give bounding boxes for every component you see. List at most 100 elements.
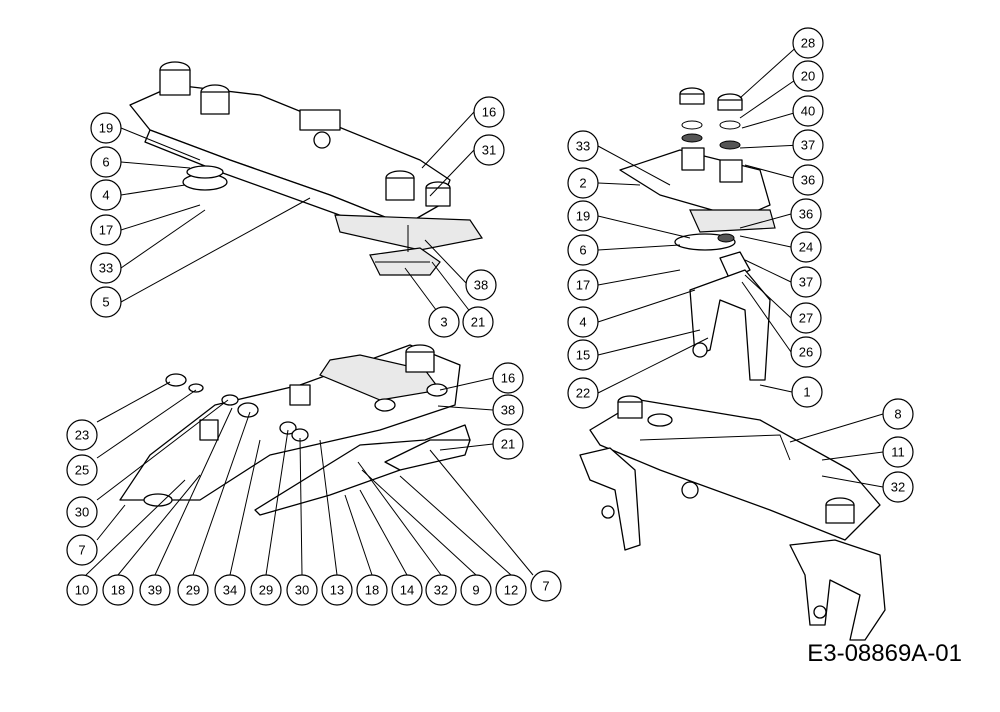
svg-text:40: 40 — [801, 104, 815, 119]
svg-text:16: 16 — [501, 371, 515, 386]
callout-28: 28 — [792, 27, 824, 59]
svg-text:18: 18 — [365, 583, 379, 598]
svg-text:25: 25 — [75, 463, 89, 478]
svg-text:29: 29 — [186, 583, 200, 598]
svg-text:16: 16 — [482, 105, 496, 120]
svg-text:21: 21 — [471, 315, 485, 330]
callout-38: 38 — [492, 394, 524, 426]
svg-text:4: 4 — [102, 188, 109, 203]
assembly-top-left — [129, 61, 483, 276]
callout-24: 24 — [790, 231, 822, 263]
callout-37: 37 — [792, 129, 824, 161]
svg-text:19: 19 — [99, 121, 113, 136]
callout-17: 17 — [90, 214, 122, 246]
svg-text:26: 26 — [799, 345, 813, 360]
callout-14: 14 — [391, 574, 423, 606]
svg-text:8: 8 — [894, 407, 901, 422]
callout-31: 31 — [473, 134, 505, 166]
leader-lines — [85, 42, 884, 576]
callout-6: 6 — [90, 146, 122, 178]
svg-text:28: 28 — [801, 36, 815, 51]
callout-33: 33 — [567, 130, 599, 162]
svg-text:17: 17 — [576, 278, 590, 293]
svg-text:37: 37 — [801, 138, 815, 153]
svg-text:29: 29 — [259, 583, 273, 598]
callout-36: 36 — [792, 164, 824, 196]
callout-16: 16 — [492, 362, 524, 394]
svg-text:31: 31 — [482, 143, 496, 158]
callout-1: 1 — [791, 376, 823, 408]
svg-text:38: 38 — [501, 403, 515, 418]
svg-text:22: 22 — [576, 386, 590, 401]
svg-text:10: 10 — [75, 583, 89, 598]
callout-32: 32 — [425, 574, 457, 606]
svg-text:39: 39 — [148, 583, 162, 598]
callout-12: 12 — [495, 574, 527, 606]
callout-34: 34 — [214, 574, 246, 606]
callout-30: 30 — [66, 496, 98, 528]
assembly-bottom-right — [579, 395, 886, 641]
callout-7: 7 — [66, 534, 98, 566]
callout-10: 10 — [66, 574, 98, 606]
callout-5: 5 — [90, 286, 122, 318]
callout-16: 16 — [473, 96, 505, 128]
callout-15: 15 — [567, 339, 599, 371]
callout-3: 3 — [428, 306, 460, 338]
callout-26: 26 — [790, 336, 822, 368]
svg-text:7: 7 — [78, 543, 85, 558]
callout-21: 21 — [462, 306, 494, 338]
callout-29: 29 — [177, 574, 209, 606]
svg-text:6: 6 — [102, 155, 109, 170]
svg-text:34: 34 — [223, 583, 237, 598]
svg-text:6: 6 — [579, 243, 586, 258]
svg-text:14: 14 — [400, 583, 414, 598]
svg-text:32: 32 — [891, 480, 905, 495]
svg-text:30: 30 — [295, 583, 309, 598]
callout-4: 4 — [567, 306, 599, 338]
svg-text:37: 37 — [799, 275, 813, 290]
svg-text:2: 2 — [579, 176, 586, 191]
callout-19: 19 — [90, 112, 122, 144]
callout-2: 2 — [567, 167, 599, 199]
svg-text:18: 18 — [111, 583, 125, 598]
callout-4: 4 — [90, 179, 122, 211]
svg-text:7: 7 — [542, 579, 549, 594]
svg-text:12: 12 — [504, 583, 518, 598]
svg-text:23: 23 — [75, 428, 89, 443]
callout-40: 40 — [792, 95, 824, 127]
callout-13: 13 — [321, 574, 353, 606]
callout-37: 37 — [790, 266, 822, 298]
callout-30: 30 — [286, 574, 318, 606]
callout-29: 29 — [250, 574, 282, 606]
svg-text:11: 11 — [891, 445, 905, 460]
svg-text:17: 17 — [99, 223, 113, 238]
svg-text:19: 19 — [576, 209, 590, 224]
svg-text:36: 36 — [799, 207, 813, 222]
svg-text:3: 3 — [440, 315, 447, 330]
svg-text:38: 38 — [474, 278, 488, 293]
callout-33: 33 — [90, 252, 122, 284]
assembly-bottom-left — [119, 344, 471, 516]
svg-text:4: 4 — [579, 315, 586, 330]
svg-text:24: 24 — [799, 240, 813, 255]
svg-text:5: 5 — [102, 295, 109, 310]
assembly-top-right — [619, 87, 776, 381]
callout-18: 18 — [102, 574, 134, 606]
callout-11: 11 — [882, 436, 914, 468]
callout-36: 36 — [790, 198, 822, 230]
callout-19: 19 — [567, 200, 599, 232]
callout-21: 21 — [492, 428, 524, 460]
callout-8: 8 — [882, 398, 914, 430]
diagram-code: E3-08869A-01 — [807, 640, 962, 667]
callout-9: 9 — [460, 574, 492, 606]
svg-text:32: 32 — [434, 583, 448, 598]
callout-18: 18 — [356, 574, 388, 606]
svg-text:30: 30 — [75, 505, 89, 520]
callout-27: 27 — [790, 302, 822, 334]
svg-text:20: 20 — [801, 69, 815, 84]
svg-text:13: 13 — [330, 583, 344, 598]
svg-text:33: 33 — [576, 139, 590, 154]
callout-25: 25 — [66, 454, 98, 486]
callout-20: 20 — [792, 60, 824, 92]
